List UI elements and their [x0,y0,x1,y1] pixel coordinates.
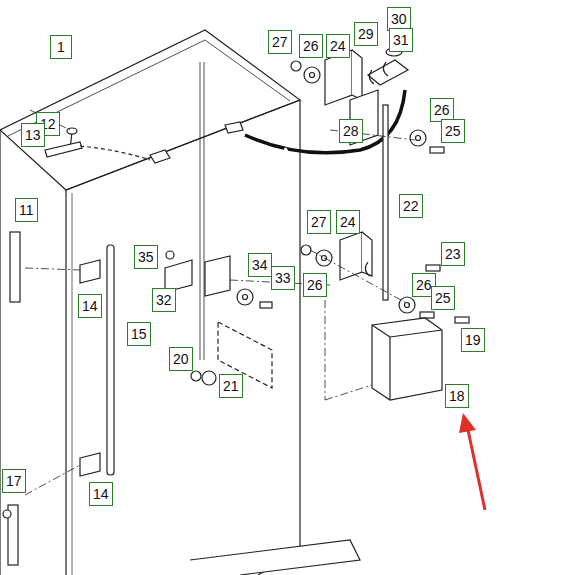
hinge-pin [166,251,174,259]
callout-number: 14 [78,294,102,318]
callout-number: 19 [461,328,485,352]
callout-number: 26 [303,273,327,297]
clip [150,150,170,163]
cabinet-right-edge [299,100,300,550]
callout-number: 26 [299,34,323,58]
bolts [260,147,469,323]
callout-number: 13 [21,123,45,147]
hook [369,62,388,84]
bracket-29 [368,60,408,85]
callout-number: 29 [354,22,378,46]
hinge-11 [10,232,20,302]
callout-number: 24 [326,34,350,58]
callout-number: 28 [339,119,363,143]
callout-number: 24 [336,210,360,234]
pin-head [67,128,77,134]
rod-15 [107,245,114,475]
cabinet-front-left-edge [65,190,66,575]
bracket-24 [340,232,362,280]
callout-number: 20 [169,347,193,371]
bracket-side [352,50,362,100]
callout-number: 32 [152,288,176,312]
pointer-arrowhead [459,413,476,433]
guide-lines [25,110,415,495]
callout-number: 15 [127,322,151,346]
block-edge [390,330,442,337]
callout-number: 23 [441,242,465,266]
rod-22 [383,105,388,300]
bracket-side [362,232,372,276]
latch-13 [45,142,82,157]
callout-number: 33 [271,266,295,290]
clip [225,122,243,133]
block-edge [372,325,390,337]
base [190,540,360,575]
cabinet-top [0,30,300,190]
bracket-14 [80,260,100,283]
door-rod-side [204,62,205,360]
callout-number: 11 [15,198,38,222]
callout-number: 18 [445,384,469,408]
callout-number: 27 [268,30,292,54]
cabinet-front-inner-edge [72,193,73,575]
callout-number: 27 [307,210,331,234]
hook [365,262,370,276]
callout-number: 14 [89,482,113,506]
door-rod [200,62,201,360]
callout-number: 1 [50,35,72,59]
block-18 [372,318,442,400]
dash-line [80,146,150,160]
cable-break [285,148,289,156]
bracket-14 [80,453,100,476]
callout-number: 17 [2,469,26,493]
callout-number: 31 [389,28,413,52]
callout-number: 34 [248,253,272,277]
cabinet-top-front-edge [66,100,300,190]
callout-number: 22 [399,194,423,218]
washer [3,510,11,518]
bracket-24 [325,50,352,105]
callout-number: 35 [134,245,158,269]
block-edge [389,337,390,400]
cabinet-left-edge [0,130,1,575]
callout-number: 21 [219,374,243,398]
callout-number: 25 [441,119,465,143]
callout-number: 25 [431,286,455,310]
pointer-arrow [468,430,485,510]
hinge-plate [205,256,230,296]
